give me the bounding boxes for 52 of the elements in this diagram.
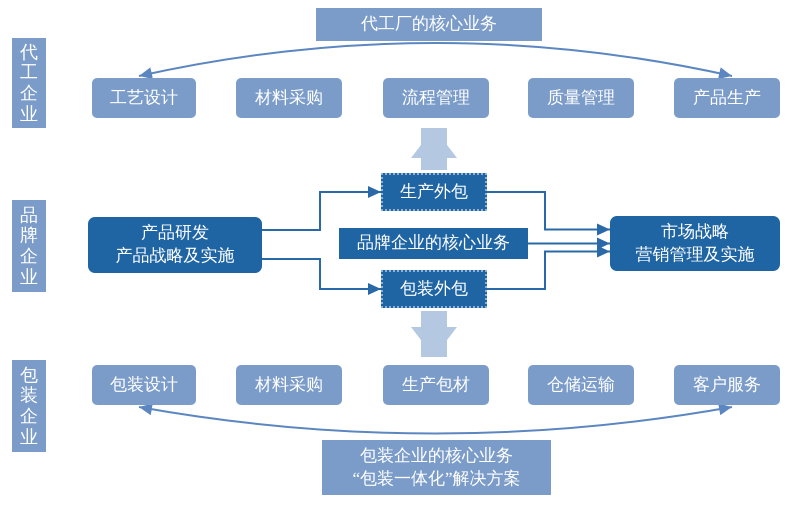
side-label [12,38,46,128]
node-text: 工艺设计 [110,86,178,109]
arrow [138,403,732,434]
dotted-box [381,270,487,308]
node-text: 营销管理及实施 [636,244,754,266]
process-box [236,78,342,118]
node-text: 包装企业的核心业务 [360,444,513,467]
process-box [236,365,342,405]
node-text: 客户服务 [693,374,761,396]
arrow [528,238,610,250]
node-text: 代工企业 [20,42,38,124]
process-box [528,78,634,118]
process-box [92,78,196,118]
node-text: 流程管理 [402,86,470,109]
process-box [92,365,196,405]
process-box [528,365,634,405]
node-text: 材料采购 [255,86,323,109]
process-box [674,365,780,405]
node-text: “包装一体化”解决方案 [352,468,521,490]
node-text: 代工厂的核心业务 [361,13,497,36]
dotted-box [381,173,487,211]
process-box [610,216,780,271]
node-text: 包装企业 [20,364,38,448]
node-text: 材料采购 [255,374,323,396]
arrow [262,258,381,295]
block-arrow [411,128,457,170]
side-label [12,200,46,292]
process-box [88,217,262,273]
node-text: 市场战略 [661,220,729,243]
node-text: 品牌企业 [20,204,38,288]
process-box [674,78,780,118]
arrow [262,186,381,231]
node-text: 包装外包 [400,278,468,300]
side-label [12,360,46,452]
heading-banner [322,440,551,495]
node-text: 产品战略及实施 [116,245,234,267]
arrow [487,191,610,236]
process-box [383,78,489,118]
heading-banner [339,228,528,259]
node-text: 仓储运输 [547,374,615,396]
node-text: 包装设计 [110,374,178,396]
arrow [487,246,610,290]
arrow [138,42,732,80]
process-box [383,365,489,405]
node-text: 生产包材 [402,374,470,396]
heading-banner [316,8,542,41]
node-text: 品牌企业的核心业务 [357,232,510,254]
block-arrow [411,311,457,357]
node-text: 产品研发 [141,222,209,244]
node-text: 生产外包 [400,180,468,203]
node-text: 质量管理 [547,86,615,109]
node-text: 产品生产 [693,86,761,109]
